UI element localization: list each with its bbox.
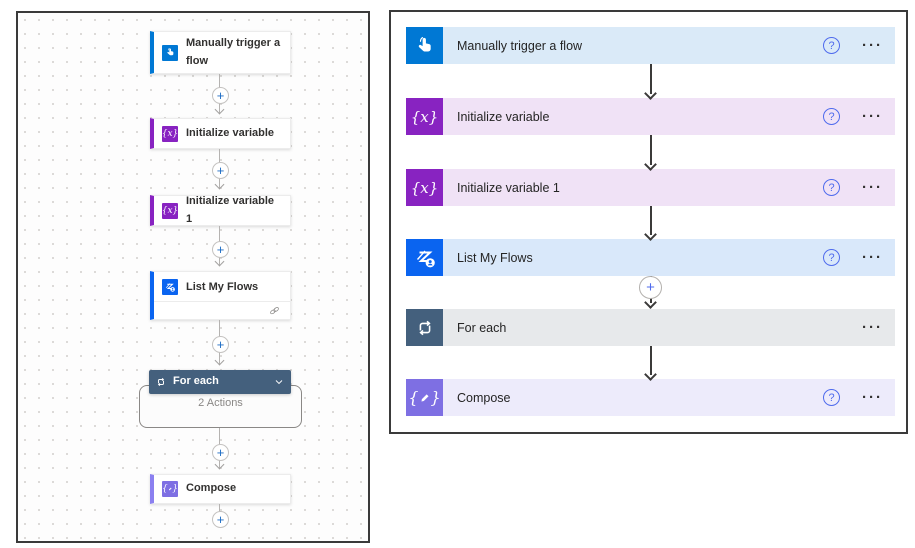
- insert-step-button[interactable]: +: [639, 276, 662, 299]
- arrow-down-icon: [214, 355, 225, 366]
- arrow-down-icon: [214, 459, 225, 470]
- more-menu-icon[interactable]: ···: [862, 319, 883, 336]
- step-label: For each: [457, 320, 507, 335]
- list-row-initialize-variable[interactable]: {x} Initialize variable ? ···: [406, 98, 895, 135]
- canvas-node-list-my-flows[interactable]: List My Flows: [150, 271, 291, 320]
- list-row-manually-trigger-a-flow[interactable]: Manually trigger a flow ? ···: [406, 27, 895, 64]
- more-menu-icon[interactable]: ···: [862, 249, 883, 266]
- help-icon[interactable]: ?: [823, 389, 840, 406]
- arrow-down-icon: [214, 179, 225, 190]
- variable-icon: {x}: [406, 98, 443, 135]
- plus-icon: +: [216, 512, 225, 527]
- plus-icon: +: [216, 242, 225, 257]
- loop-icon: [406, 309, 443, 346]
- plus-icon: +: [216, 88, 225, 103]
- connection-strip: [154, 301, 290, 319]
- insert-step-button[interactable]: +: [212, 87, 229, 104]
- question-mark: ?: [828, 110, 835, 123]
- brace-right: }: [172, 484, 178, 494]
- flow-canvas: Manually trigger a flow + {x} Initialize…: [16, 11, 370, 543]
- touch-icon: [162, 44, 178, 61]
- brace-left: {: [408, 388, 419, 407]
- step-label: Initialize variable: [457, 109, 550, 124]
- insert-step-button[interactable]: +: [212, 241, 229, 258]
- arrow-down-icon: [214, 256, 225, 267]
- question-mark: ?: [828, 181, 835, 194]
- more-menu-icon[interactable]: ···: [862, 179, 883, 196]
- more-menu-icon[interactable]: ···: [862, 389, 883, 406]
- flow-arrow: [644, 346, 657, 381]
- question-mark: ?: [828, 251, 835, 264]
- plus-icon: +: [216, 445, 225, 460]
- pencil-icon: [168, 487, 172, 491]
- help-icon[interactable]: ?: [823, 249, 840, 266]
- plus-icon: +: [646, 279, 655, 296]
- step-label: Manually trigger a flow: [457, 38, 583, 53]
- more-menu-icon[interactable]: ···: [862, 108, 883, 125]
- list-row-list-my-flows[interactable]: List My Flows ? ···: [406, 239, 895, 276]
- help-icon[interactable]: ?: [823, 108, 840, 125]
- node-label: For each: [173, 375, 219, 388]
- flow-arrow: [644, 206, 657, 241]
- variable-icon: {x}: [162, 202, 178, 219]
- power-automate-icon: [406, 239, 443, 276]
- compose-icon: {}: [406, 379, 443, 416]
- link-icon: [270, 307, 279, 315]
- variable-icon: {x}: [406, 169, 443, 206]
- list-row-for-each[interactable]: For each ···: [406, 309, 895, 346]
- list-row-compose[interactable]: {} Compose ? ···: [406, 379, 895, 416]
- flow-step-list: Manually trigger a flow ? ··· {x} Initia…: [389, 10, 908, 434]
- chevron-down-icon[interactable]: [273, 376, 285, 388]
- node-label: Manually trigger a flow: [186, 37, 281, 67]
- insert-step-button[interactable]: +: [212, 444, 229, 461]
- help-icon[interactable]: ?: [823, 37, 840, 54]
- list-row-initialize-variable-1[interactable]: {x} Initialize variable 1 ? ···: [406, 169, 895, 206]
- node-label: Initialize variable: [186, 126, 275, 139]
- question-mark: ?: [828, 39, 835, 52]
- brace-right: }: [430, 388, 441, 407]
- help-icon[interactable]: ?: [823, 179, 840, 196]
- insert-step-button[interactable]: +: [212, 336, 229, 353]
- question-mark: ?: [828, 391, 835, 404]
- plus-icon: +: [216, 337, 225, 352]
- flow-arrow: [644, 64, 657, 100]
- insert-step-button[interactable]: +: [212, 162, 229, 179]
- actions-count-label: 2 Actions: [198, 397, 243, 409]
- node-label: List My Flows: [186, 281, 259, 293]
- step-label: Compose: [457, 390, 511, 405]
- step-label: List My Flows: [457, 250, 533, 265]
- more-menu-icon[interactable]: ···: [862, 37, 883, 54]
- node-label: Initialize variable 1: [186, 195, 275, 225]
- brace-left: {: [162, 484, 168, 494]
- power-automate-icon: [162, 279, 178, 295]
- connector-line: [219, 504, 220, 514]
- canvas-node-for-each[interactable]: For each: [149, 370, 291, 394]
- touch-icon: [406, 27, 443, 64]
- loop-icon: [157, 377, 165, 387]
- node-label: Compose: [186, 482, 237, 495]
- canvas-node-manually-trigger-a-flow[interactable]: Manually trigger a flow: [150, 31, 291, 74]
- canvas-node-compose[interactable]: {} Compose: [150, 474, 291, 504]
- flow-arrow: [644, 135, 657, 171]
- arrow-down-icon: [214, 104, 225, 115]
- compose-icon: {}: [162, 481, 178, 497]
- plus-icon: +: [216, 163, 225, 178]
- canvas-node-initialize-variable[interactable]: {x} Initialize variable: [150, 118, 291, 149]
- variable-icon: {x}: [162, 125, 178, 142]
- pencil-icon: [420, 393, 429, 401]
- step-label: Initialize variable 1: [457, 180, 560, 195]
- insert-step-button[interactable]: +: [212, 511, 229, 528]
- canvas-node-initialize-variable-1[interactable]: {x} Initialize variable 1: [150, 195, 291, 226]
